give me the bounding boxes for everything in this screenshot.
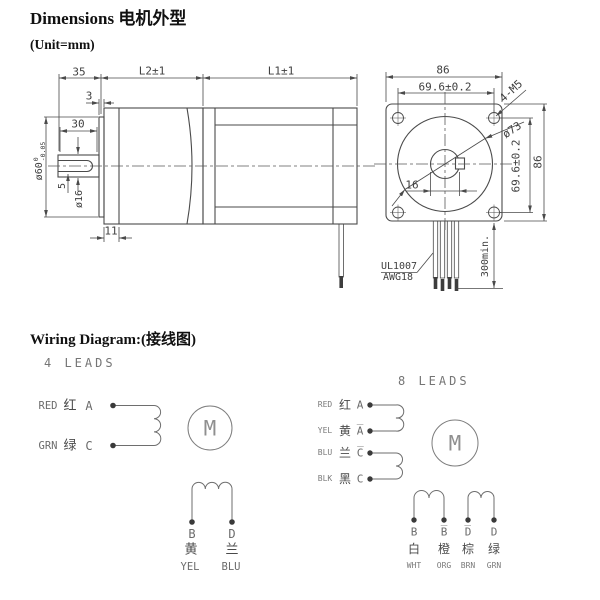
dim-16-shaft: ø16 [74, 189, 85, 209]
lead8-phase-b-bar: B̅ [440, 525, 448, 539]
lead8-brn-cn: 棕 [461, 542, 475, 556]
lead4-phase-b: B [188, 527, 196, 541]
lead4-yel-cn: 黄 [184, 542, 198, 558]
lead8-org-cn: 橙 [437, 542, 451, 556]
lead4-phase-d: D [228, 527, 236, 541]
lead8-phase-c-bar: C̅ [356, 446, 364, 460]
cable-spec-line2: AWG18 [382, 272, 414, 283]
lead4-red-en: RED [38, 399, 58, 412]
lead4-grn-cn: 绿 [63, 438, 77, 454]
lead8-phase-b: B [410, 525, 418, 539]
lead4-phase-c: C [85, 439, 93, 453]
eight-leads-label: 8 LEADS [398, 374, 470, 388]
lead8-org-en: ORG [436, 561, 452, 570]
lead4-blu-cn: 兰 [225, 542, 239, 558]
dim-300min: 300min. [480, 234, 491, 278]
dim-60-lower-tol: -0.05 [39, 141, 47, 162]
eight-leads-schematic [367, 402, 497, 523]
dim-69-6-top: 69.6±0.2 [418, 80, 472, 94]
dim-5: 5 [57, 182, 68, 190]
lead8-wht-cn: 白 [407, 542, 421, 556]
lead4-phase-a: A [85, 399, 93, 413]
lead8-blu-cn: 兰 [338, 446, 352, 460]
cable-spec-line1: UL1007 [380, 261, 418, 272]
dim-16-key: 16 [405, 178, 419, 192]
lead8-red-en: RED [317, 400, 333, 409]
lead4-red-cn: 红 [63, 398, 77, 414]
side-view-dimension-lines [44, 74, 358, 242]
front-view-dimension-lines [381, 72, 547, 289]
lead8-blu-en: BLU [317, 448, 333, 457]
lead8-phase-d: D [490, 525, 498, 539]
dim-35: 35 [72, 65, 86, 79]
dim-l2: L2±1 [138, 64, 166, 78]
dim-l1: L1±1 [267, 64, 295, 78]
lead8-yel-cn: 黄 [338, 424, 352, 438]
lead8-grn-en: GRN [486, 561, 502, 570]
page-title: Dimensions 电机外型 [30, 9, 187, 28]
motor-symbol-4leads: M [203, 416, 217, 441]
motor-symbol-8leads: M [448, 431, 462, 456]
lead8-phase-a-bar: A̅ [356, 424, 364, 438]
lead8-phase-d-bar: D̅ [464, 525, 472, 539]
lead8-grn-cn: 绿 [487, 542, 501, 556]
dim-69-6-right: 69.6±0.2 [509, 139, 523, 193]
dim-60-base: ø60 [34, 162, 45, 181]
lead8-phase-c: C [356, 472, 364, 486]
lead4-blu-en: BLU [221, 560, 241, 573]
lead8-brn-en: BRN [460, 561, 476, 570]
dim-86-right: 86 [531, 155, 545, 169]
lead4-grn-en: GRN [38, 439, 58, 452]
lead8-blk-cn: 黑 [338, 472, 352, 486]
dim-86-top: 86 [436, 63, 450, 77]
lead8-wht-en: WHT [406, 561, 422, 570]
wiring-title: Wiring Diagram:(接线图) [30, 332, 196, 348]
lead4-yel-en: YEL [180, 560, 200, 573]
lead8-yel-en: YEL [317, 426, 333, 435]
dim-11: 11 [104, 224, 118, 238]
lead8-blk-en: BLK [317, 474, 333, 483]
side-view-drawing [57, 107, 358, 288]
unit-note: (Unit=mm) [30, 37, 95, 52]
four-leads-schematic [110, 402, 235, 525]
dim-3: 3 [85, 89, 93, 103]
lead8-phase-a: A [356, 398, 364, 412]
lead8-red-cn: 红 [338, 398, 352, 412]
four-leads-label: 4 LEADS [44, 356, 116, 370]
dim-30: 30 [71, 117, 85, 131]
